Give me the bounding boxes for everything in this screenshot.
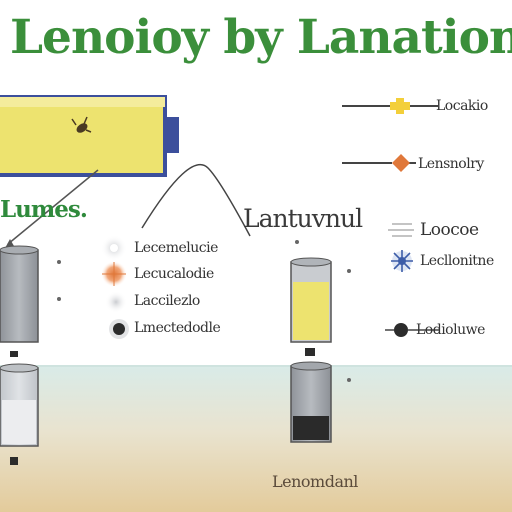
battery [0, 95, 179, 177]
right-label-3: Loocoe [420, 220, 479, 240]
legend-icon-orange [101, 261, 127, 287]
diode-symbol [342, 154, 416, 172]
battery-connector-line [7, 169, 99, 245]
bee-icon [71, 116, 92, 133]
cell-center-charged [290, 257, 332, 356]
star-icon [391, 250, 413, 272]
ground-band [0, 366, 512, 512]
right-label-4: Lecllonitne [420, 253, 494, 269]
fuse-symbol [342, 98, 438, 114]
cell-left-lower [0, 351, 39, 465]
resistor-icon [388, 223, 414, 237]
probe-icon [385, 323, 440, 337]
right-label-2: Lensnolry [418, 156, 484, 172]
curve-line [141, 163, 251, 237]
cell-center-lower [290, 361, 332, 443]
legend-label-3: Laccilezlo [134, 293, 200, 309]
bullet-dots [57, 240, 351, 382]
legend-icon-dark [109, 319, 129, 339]
bottom-label: Lenomdanl [272, 472, 358, 491]
legend-label-1: Lecemelucie [134, 240, 218, 256]
diagram-title: Lenoioy by Lanation [10, 10, 512, 65]
legend-label-4: Lmectedodle [134, 320, 221, 336]
legend-label-2: Lecucalodie [134, 266, 214, 282]
center-label: Lantuvnul [243, 204, 363, 233]
legend-icon-grey [101, 235, 127, 261]
right-label-1: Locakio [436, 98, 488, 114]
left-label: Lumes. [0, 196, 88, 223]
legend-icon-light [105, 291, 127, 313]
cell-left-upper [0, 245, 39, 343]
right-label-5: Lodioluwe [416, 322, 485, 338]
